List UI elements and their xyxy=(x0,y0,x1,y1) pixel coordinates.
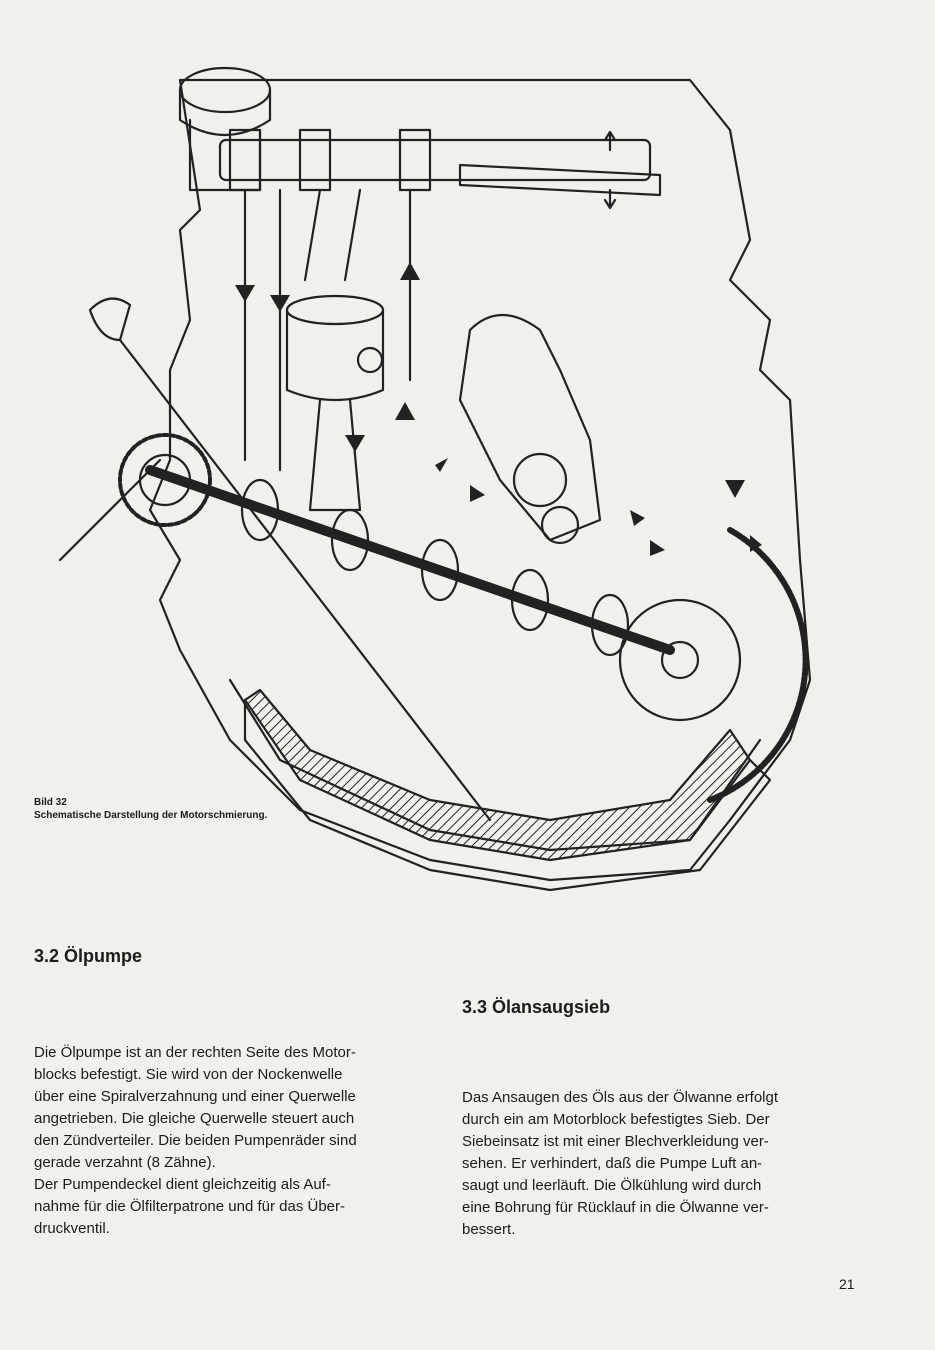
oil-pump xyxy=(458,313,602,545)
text-line: Das Ansaugen des Öls aus der Ölwanne erf… xyxy=(462,1089,779,1106)
figure-title: Schematische Darstellung der Motorschmie… xyxy=(34,810,268,821)
oil-flow-arrows xyxy=(235,262,762,556)
crankshaft xyxy=(145,465,675,657)
text-line: Der Pumpendeckel dient gleichzeitig als … xyxy=(34,1176,331,1193)
dipstick xyxy=(58,297,492,822)
valve-train xyxy=(218,128,662,472)
text-line: blocks befestigt. Sie wird von der Nocke… xyxy=(34,1066,343,1083)
engine-lubrication-illustration xyxy=(30,40,910,920)
oil-pan xyxy=(243,688,772,892)
piston xyxy=(285,294,385,512)
text-line: bessert. xyxy=(462,1221,516,1238)
text-line: über eine Spiralverzahnung und einer Que… xyxy=(34,1088,356,1105)
text-line: saugt und leerläuft. Die Ölkühlung wird … xyxy=(462,1177,762,1194)
figure-caption: Bild 32 Schematische Darstellung der Mot… xyxy=(34,796,267,822)
text-line: sehen. Er verhindert, daß die Pumpe Luft… xyxy=(462,1155,763,1172)
text-line: den Zündverteiler. Die beiden Pumpenräde… xyxy=(34,1132,357,1149)
flywheel xyxy=(618,527,809,803)
text-line: gerade verzahnt (8 Zähne). xyxy=(34,1154,216,1171)
text-line: angetrieben. Die gleiche Querwelle steue… xyxy=(34,1110,355,1127)
section-text-oil-pump: Die Ölpumpe ist an der rechten Seite des… xyxy=(34,1042,424,1240)
figure-label: Bild 32 xyxy=(34,797,67,808)
page-number: 21 xyxy=(839,1276,855,1292)
text-line: nahme für die Ölfilterpatrone und für da… xyxy=(34,1198,345,1215)
text-line: Siebeinsatz ist mit einer Blechverkleidu… xyxy=(462,1133,769,1150)
section-text-oil-strainer: Das Ansaugen des Öls aus der Ölwanne erf… xyxy=(462,1087,854,1241)
section-heading-oil-strainer: 3.3 Ölansaugsieb xyxy=(462,997,611,1017)
text-line: eine Bohrung für Rücklauf in die Ölwanne… xyxy=(462,1199,769,1216)
text-line: Die Ölpumpe ist an der rechten Seite des… xyxy=(34,1044,356,1061)
text-line: druckventil. xyxy=(34,1220,110,1237)
section-heading-oil-pump: 3.2 Ölpumpe xyxy=(34,946,143,966)
text-line: durch ein am Motorblock befestigtes Sieb… xyxy=(462,1111,770,1128)
